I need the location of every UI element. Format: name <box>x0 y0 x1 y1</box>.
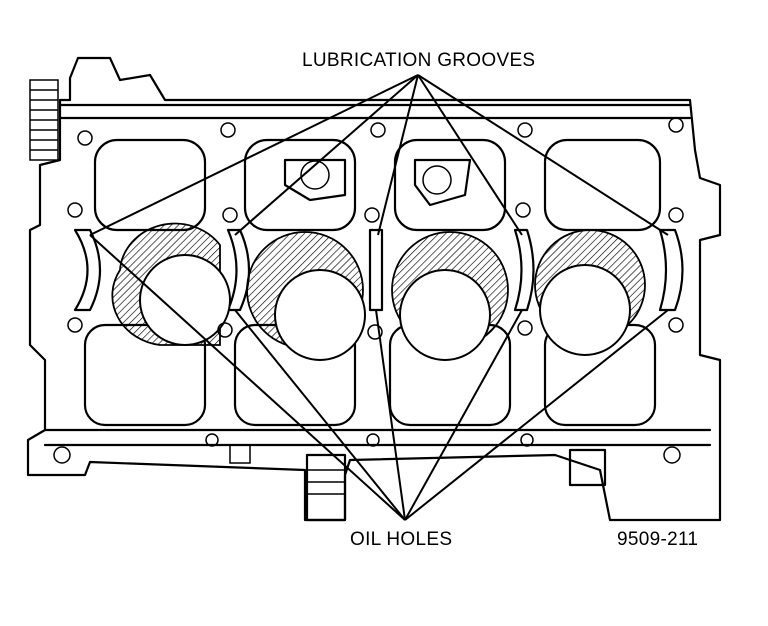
upper-pockets <box>93 138 662 232</box>
oil-holes-label: OIL HOLES <box>350 529 453 550</box>
cylinder-bores <box>111 222 646 361</box>
upper-flange <box>58 103 692 120</box>
groove-leaders <box>89 74 669 236</box>
gear-teeth <box>29 79 59 161</box>
bolt-holes <box>53 117 684 464</box>
lubrication-grooves-label: LUBRICATION GROOVES <box>302 50 536 71</box>
oil-hole-leaders <box>89 234 669 521</box>
main-bearing-saddles <box>73 228 684 312</box>
figure-number: 9509-211 <box>617 529 699 550</box>
oil-fitting <box>229 444 607 522</box>
block-outline <box>26 56 722 522</box>
